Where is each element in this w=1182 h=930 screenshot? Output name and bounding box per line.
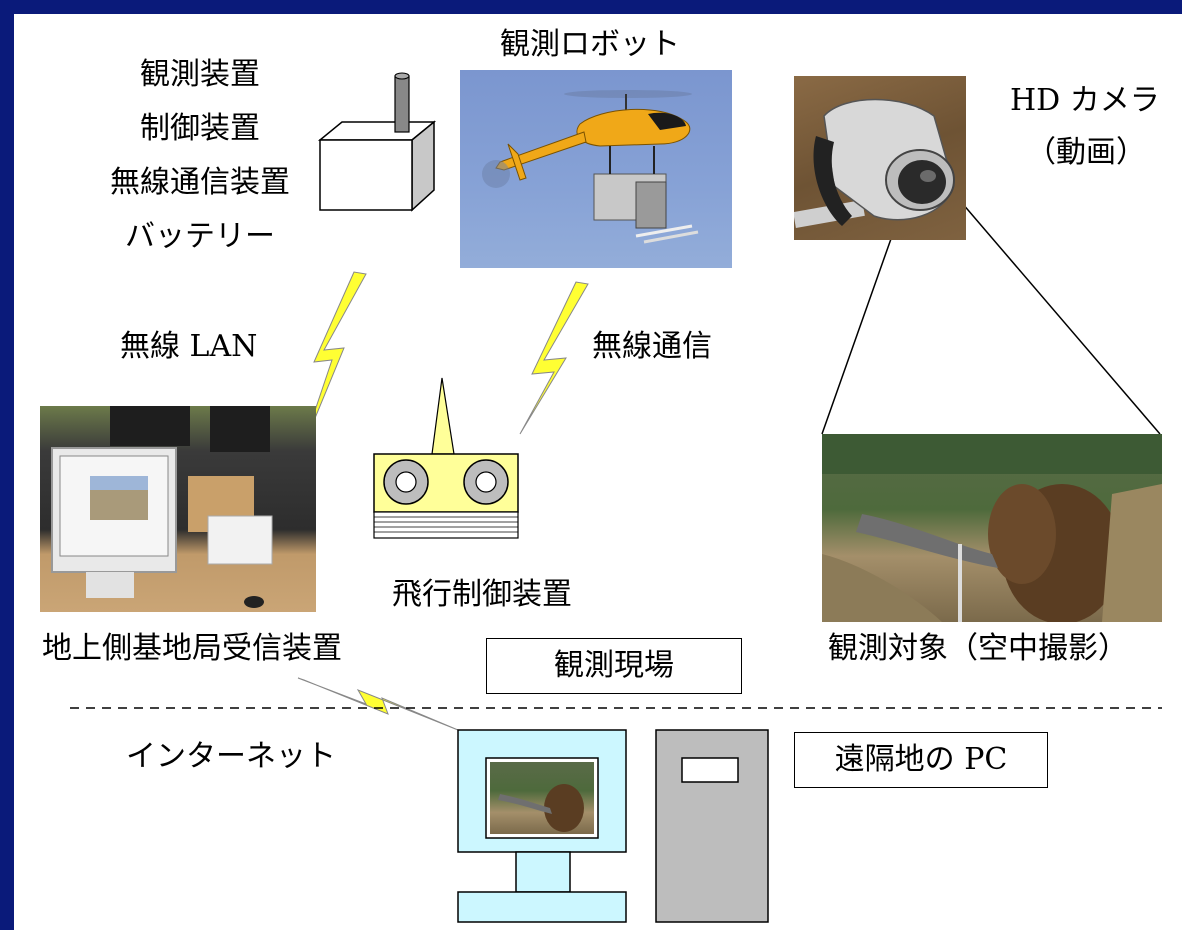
diagram-canvas: 観測ロボット 観測装置 制御装置 無線通信装置 バッテリー HD カメラ （動画… — [14, 14, 1182, 930]
ground-station-scene — [51, 406, 273, 608]
camera-icon — [794, 98, 955, 228]
ground-station-photo — [40, 406, 316, 612]
lightning-icon — [297, 677, 459, 731]
flight-controller-label: 飛行制御装置 — [392, 577, 572, 612]
equipment-label-2: 制御装置 — [140, 111, 260, 146]
helicopter-icon — [482, 90, 699, 244]
robot-title: 観測ロボット — [500, 27, 680, 62]
monitor-screen-photo — [490, 762, 594, 834]
helicopter-photo — [460, 70, 732, 268]
equipment-box-icon — [317, 72, 437, 212]
remote-pc-box: 遠隔地の PC — [794, 732, 1048, 788]
ground-station-label: 地上側基地局受信装置 — [42, 631, 342, 666]
wireless-comm-label: 無線通信 — [592, 329, 712, 364]
wireless-lan-label: 無線 LAN — [120, 329, 258, 364]
target-photo — [822, 434, 1162, 622]
monitor-screen-scene — [498, 784, 584, 832]
camera-photo — [794, 76, 966, 240]
hd-camera-sublabel: （動画） — [1026, 135, 1146, 170]
target-label: 観測対象（空中撮影） — [828, 631, 1128, 666]
hd-camera-label: HD カメラ — [1010, 83, 1160, 118]
lightning-icon — [300, 271, 367, 453]
site-box: 観測現場 — [486, 638, 742, 694]
equipment-label-1: 観測装置 — [140, 57, 260, 92]
target-scene — [822, 434, 1162, 622]
equipment-label-3: 無線通信装置 — [110, 165, 290, 200]
remote-controller-icon — [373, 377, 519, 539]
internet-label: インターネット — [126, 739, 336, 774]
equipment-label-4: バッテリー — [125, 219, 275, 254]
lightning-icon — [519, 281, 589, 435]
pc-tower-icon — [655, 729, 769, 923]
